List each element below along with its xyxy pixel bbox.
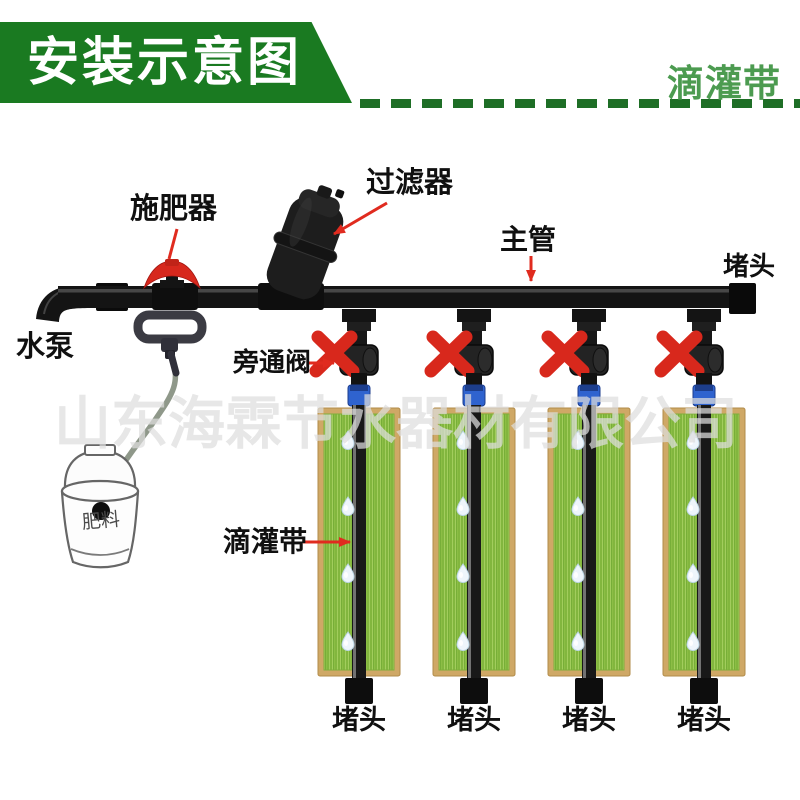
label-bypass-valve: 旁通阀	[233, 348, 312, 378]
filter-device	[266, 185, 345, 301]
main-pipe-end-plug	[729, 283, 756, 314]
product-name: 滴灌带	[667, 62, 781, 105]
label-water-pump: 水泵	[16, 329, 75, 363]
header-dashed-line	[360, 99, 800, 108]
main-pipe	[58, 283, 732, 311]
label-plug-top: 堵头	[723, 252, 776, 282]
injector-clamp	[133, 310, 207, 359]
branch-3	[546, 309, 630, 704]
branch-4	[661, 309, 745, 704]
callout-arrows	[167, 201, 536, 547]
label-filter: 过滤器	[366, 165, 454, 199]
page-title: 安装示意图	[27, 32, 303, 93]
branch-2	[431, 309, 515, 704]
fertilizer-bucket	[60, 444, 140, 569]
branch-1	[316, 309, 400, 704]
fertilizer-applicator-valve	[143, 259, 201, 290]
label-plug-bottom-4: 堵头	[677, 705, 731, 736]
label-fertilizer-applicator: 施肥器	[130, 191, 218, 225]
label-plug-bottom-2: 堵头	[447, 705, 501, 736]
label-main-pipe: 主管	[500, 223, 557, 256]
bucket-inlet-hole	[92, 502, 110, 520]
label-drip-tape: 滴灌带	[223, 525, 308, 558]
label-fertilizer: 肥料	[81, 508, 121, 534]
label-plug-bottom-1: 堵头	[332, 705, 386, 736]
title-banner: 安装示意图	[0, 22, 352, 103]
label-plug-bottom-3: 堵头	[562, 705, 616, 736]
